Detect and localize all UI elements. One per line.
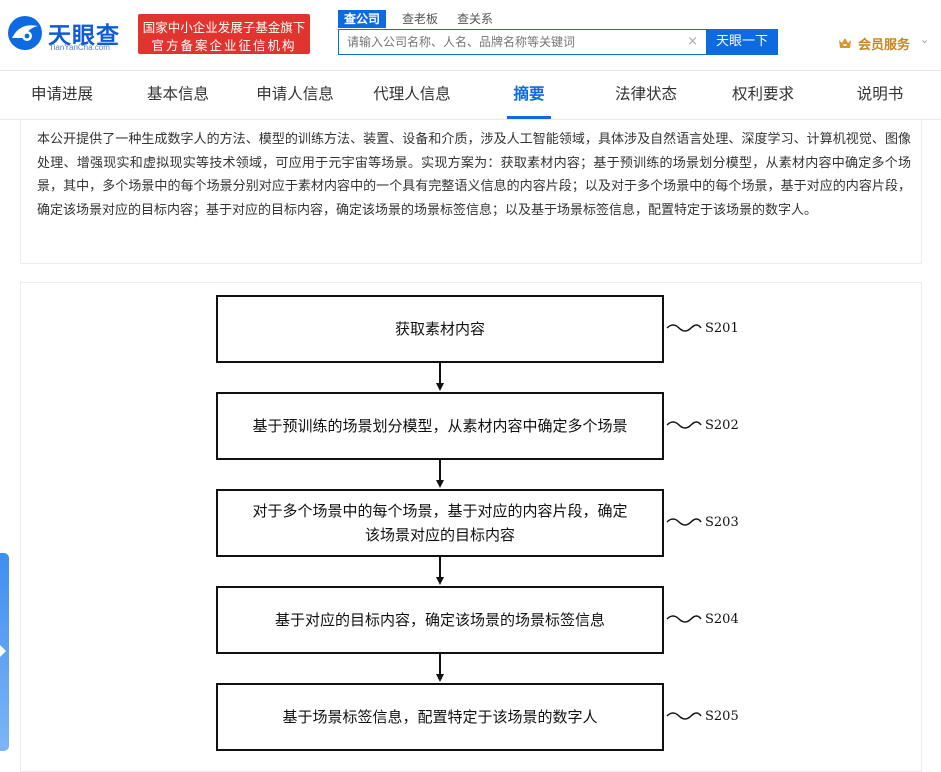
logo-name: 天眼查 [48, 23, 120, 49]
flow-step-label: S203 [705, 515, 739, 530]
flow-step-box [216, 392, 664, 460]
flow-step-box [216, 586, 664, 654]
flow-arrow-head [436, 383, 444, 391]
search-box: × [338, 29, 706, 55]
slogan-line-1: 国家中小企业发展子基金旗下 [142, 20, 306, 35]
flow-arrow-head [436, 674, 444, 682]
flow-step-box [216, 295, 664, 363]
flow-step-connector [666, 712, 702, 720]
flow-step-label: S205 [705, 709, 739, 724]
top-header: 天眼查 TianYanCha.com 国家中小企业发展子基金旗下 官方备案企业征… [0, 0, 941, 71]
flow-step-text: 基于对应的目标内容，确定该场景的场景标签信息 [275, 611, 605, 629]
search-input[interactable] [347, 30, 677, 54]
flow-step-label: S201 [705, 321, 739, 336]
tab-application-progress[interactable]: 申请进展 [30, 85, 93, 103]
search-tab-boss[interactable]: 查老板 [402, 12, 439, 26]
search-tab-company[interactable]: 查公司 [338, 10, 387, 28]
flow-step-label: S204 [705, 612, 739, 627]
search-tab-relation[interactable]: 查关系 [457, 12, 494, 26]
flow-step-connector [666, 518, 702, 526]
flow-step-text: 基于预训练的场景划分模型，从素材内容中确定多个场景 [252, 417, 627, 435]
abstract-text: 本公开提供了一种生成数字人的方法、模型的训练方法、装置、设备和介质，涉及人工智能… [37, 132, 911, 218]
slogan-banner: 国家中小企业发展子基金旗下 官方备案企业征信机构 [138, 14, 310, 54]
crown-icon [839, 38, 851, 48]
logo-domain: TianYanCha.com [49, 43, 110, 52]
patent-nav-tabs: 申请进展 基本信息 申请人信息 代理人信息 摘要 法律状态 权利要求 说明书 [0, 71, 941, 120]
side-arrow-icon [0, 645, 6, 657]
tab-claims[interactable]: 权利要求 [731, 85, 794, 103]
flow-step-connector [666, 421, 702, 429]
flow-step-connector [666, 324, 702, 332]
flow-step-box [216, 683, 664, 751]
tab-basic-info[interactable]: 基本信息 [146, 85, 209, 103]
tianyancha-logo-icon [8, 16, 42, 50]
flow-step-label: S202 [705, 418, 739, 433]
flow-step-box [216, 489, 664, 557]
abstract-panel: 本公开提供了一种生成数字人的方法、模型的训练方法、装置、设备和介质，涉及人工智能… [20, 120, 922, 264]
vip-label: 会员服务 [858, 38, 911, 53]
search-button[interactable]: 天眼一下 [706, 29, 778, 55]
clear-icon[interactable]: × [687, 34, 698, 49]
tab-agent-info[interactable]: 代理人信息 [373, 85, 451, 103]
flow-step-connector [666, 615, 702, 623]
tab-description[interactable]: 说明书 [856, 85, 904, 103]
tab-legal-status[interactable]: 法律状态 [614, 85, 677, 103]
abstract-figure: 获取素材内容 S201 基于预训练的场景划分模型，从素材内容中确定多个场景 S202 对… [20, 282, 922, 772]
flowchart: 获取素材内容 S201 基于预训练的场景划分模型，从素材内容中确定多个场景 S202 对… [216, 295, 739, 751]
flow-step-text: 获取素材内容 [395, 320, 485, 338]
site-logo[interactable]: 天眼查 TianYanCha.com [6, 12, 132, 58]
flow-arrow-head [436, 577, 444, 585]
tab-applicant-info[interactable]: 申请人信息 [256, 85, 334, 103]
slogan-line-2: 官方备案企业征信机构 [151, 38, 297, 53]
tab-abstract[interactable]: 摘要 [473, 71, 585, 119]
flow-step-text: 对于多个场景中的每个场景，基于对应的内容片段，确定 [252, 502, 627, 520]
chevron-down-icon: ⌄ [920, 33, 930, 46]
flow-step-text: 该场景对应的目标内容 [365, 526, 515, 544]
flow-arrow-head [436, 480, 444, 488]
flow-step-text: 基于场景标签信息，配置特定于该场景的数字人 [282, 708, 597, 726]
